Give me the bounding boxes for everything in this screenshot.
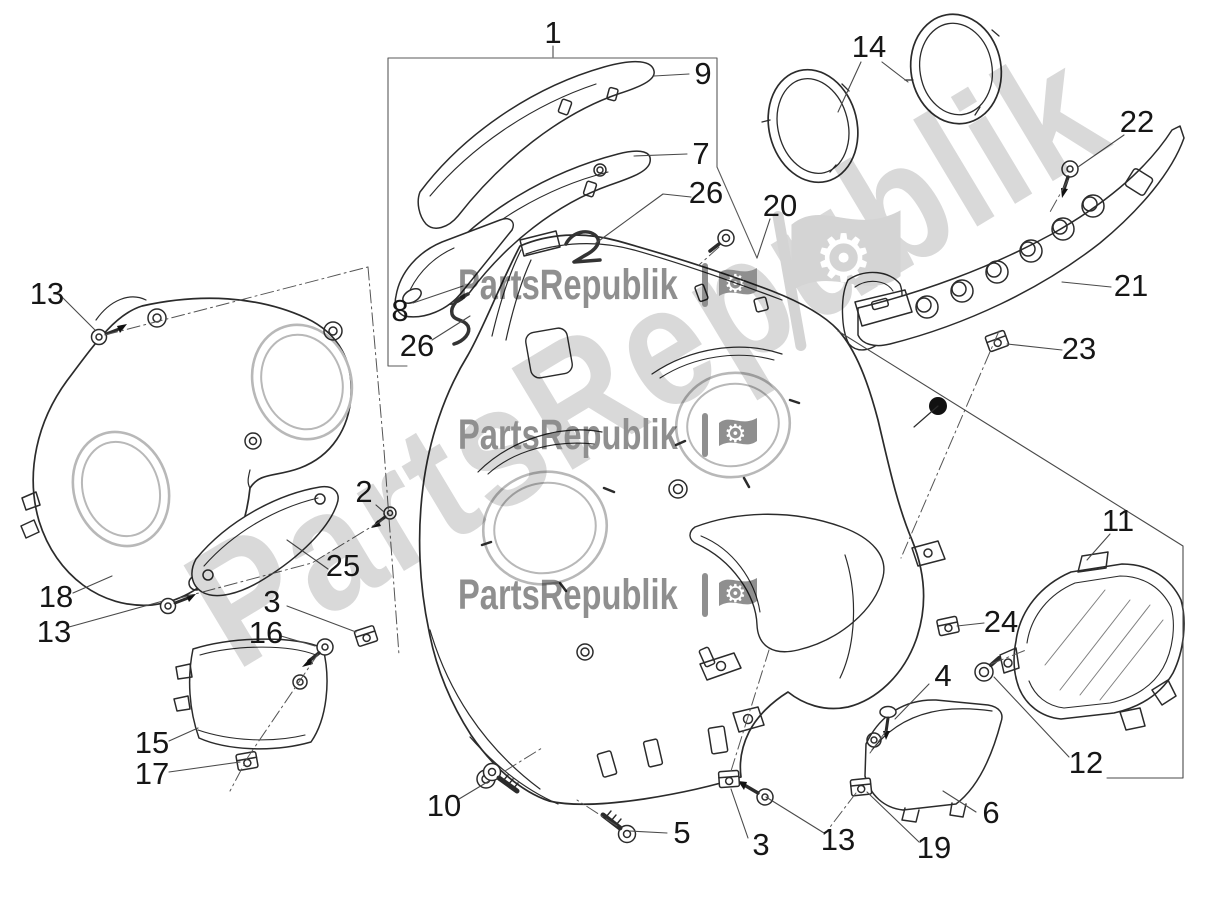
part-bracket-8: [394, 218, 514, 318]
group-1-box: [387, 57, 758, 367]
callout-9: 9: [694, 56, 712, 91]
part-gauge-ring-left: [767, 68, 859, 184]
callout-5: 5: [673, 815, 691, 850]
screw-10: [482, 762, 520, 794]
part-trim-strip-2: [564, 230, 602, 264]
clip-24: [936, 615, 960, 637]
screw-12: [974, 656, 1001, 682]
callout-1: 1: [544, 15, 562, 50]
axis-lines: [104, 179, 1069, 832]
callout-15: 15: [134, 725, 170, 760]
screw-13-top-left: [90, 324, 127, 346]
callout-3: 3: [752, 827, 770, 862]
callout-11: 11: [1101, 503, 1135, 538]
part-main-housing: [418, 230, 946, 806]
part-front-trim: [854, 125, 1185, 347]
part-lens-11: [999, 551, 1185, 731]
callout-21: 21: [1113, 268, 1149, 303]
screw-20: [708, 229, 735, 253]
callout-23: 23: [1061, 331, 1097, 366]
screw-22: [1061, 160, 1079, 198]
callout-20: 20: [762, 188, 798, 223]
callout-14: 14: [851, 29, 887, 64]
screw-4: [879, 705, 897, 740]
callout-6: 6: [982, 795, 1000, 830]
callout-22: 22: [1119, 104, 1155, 139]
callout-26: 26: [399, 328, 435, 363]
callout-13: 13: [29, 276, 65, 311]
clip-3-bottom: [717, 769, 741, 789]
screw-13-left-lower: [159, 594, 196, 615]
pointer-lines: [61, 45, 1184, 843]
part-cluster-cover: [20, 296, 354, 607]
callout-17: 17: [134, 756, 170, 791]
callout-16: 16: [248, 615, 284, 650]
callout-8: 8: [391, 293, 409, 328]
clip-19: [849, 777, 873, 797]
callout-19: 19: [916, 830, 952, 865]
callout-12: 12: [1068, 745, 1104, 780]
callout-13: 13: [820, 822, 856, 857]
part-gauge-ring-right: [909, 13, 1003, 125]
callout-4: 4: [934, 658, 952, 693]
callout-24: 24: [983, 604, 1019, 639]
part-top-strip-9: [417, 60, 655, 229]
callout-18: 18: [38, 579, 74, 614]
gauge-openings: [481, 371, 792, 586]
callout-26: 26: [688, 175, 724, 210]
clip-3-left: [353, 625, 379, 647]
callout-3: 3: [263, 584, 281, 619]
part-trim-strip-5: [449, 292, 471, 346]
callout-25: 25: [325, 548, 361, 583]
callout-7: 7: [692, 136, 710, 171]
clip-23: [984, 329, 1010, 353]
part-lower-panel: [173, 638, 328, 750]
trim-bosses: [915, 194, 1105, 319]
screw-13-bottom: [738, 781, 774, 806]
callout-13: 13: [36, 614, 72, 649]
clip-17: [235, 750, 259, 772]
screw-5: [600, 810, 637, 844]
reference-dot: [913, 397, 947, 428]
callout-10: 10: [426, 788, 462, 823]
callout-2: 2: [355, 474, 373, 509]
